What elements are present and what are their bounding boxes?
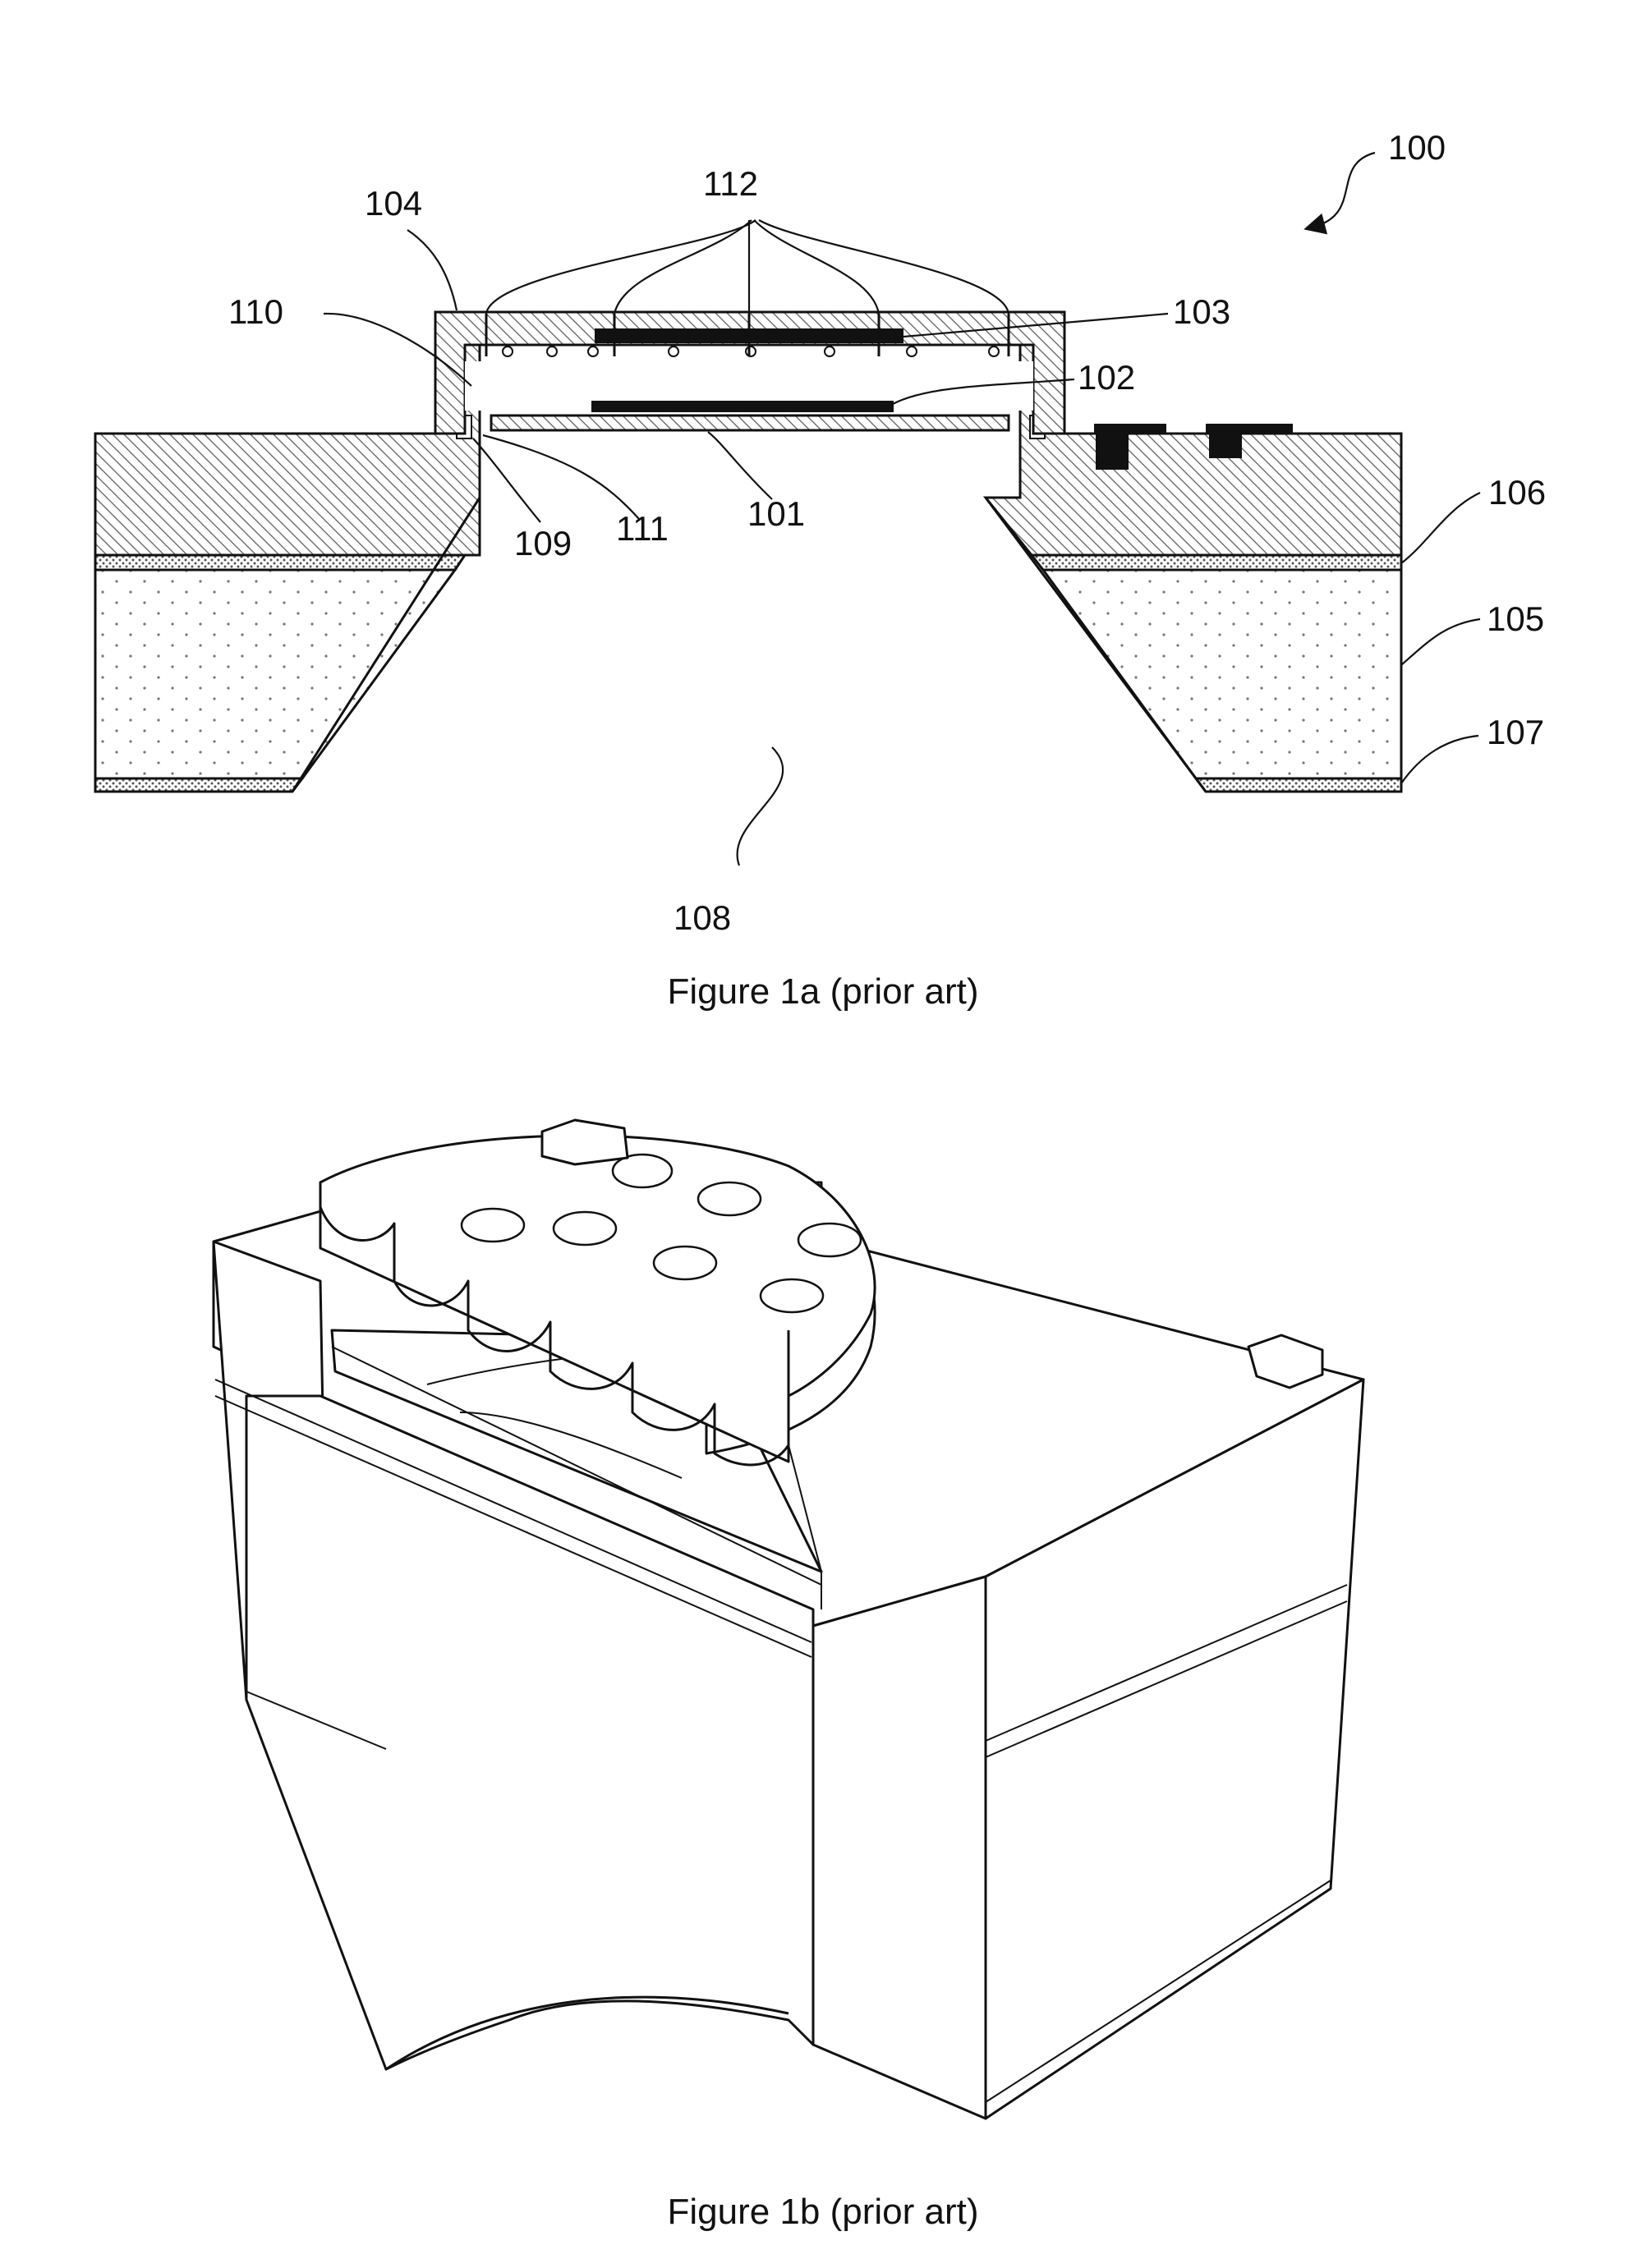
label-108: 108 (674, 898, 731, 937)
label-100: 100 (1388, 128, 1446, 167)
substrate-105-right (1043, 570, 1401, 778)
caption-figure-1a: Figure 1a (prior art) (667, 971, 978, 1012)
label-105: 105 (1487, 599, 1544, 638)
membrane-electrode-102 (591, 401, 894, 412)
block-left-front-face (813, 1577, 986, 2119)
label-106: 106 (1488, 473, 1546, 512)
label-102: 102 (1078, 358, 1135, 397)
layer-107-left (95, 778, 302, 792)
label-112: 112 (703, 164, 758, 203)
figure-1a: 100 112 104 110 103 102 106 105 107 109 … (95, 128, 1546, 937)
label-107: 107 (1487, 713, 1544, 751)
layer-106-right (1032, 555, 1401, 570)
label-103: 103 (1173, 292, 1230, 331)
bond-pad-rear (542, 1120, 628, 1164)
caption-figure-1b: Figure 1b (prior art) (667, 2192, 978, 2232)
layer-107-right (1196, 778, 1401, 792)
membrane-101 (491, 415, 1009, 430)
label-111: 111 (616, 509, 669, 548)
label-109: 109 (514, 524, 572, 562)
anti-stiction-bumps (503, 347, 999, 356)
figure-1b (214, 1120, 1363, 2119)
layer-106-left (95, 555, 465, 570)
substrate-105-left (95, 570, 455, 778)
label-110: 110 (228, 292, 283, 331)
label-104: 104 (365, 184, 422, 223)
label-101: 101 (747, 494, 805, 533)
